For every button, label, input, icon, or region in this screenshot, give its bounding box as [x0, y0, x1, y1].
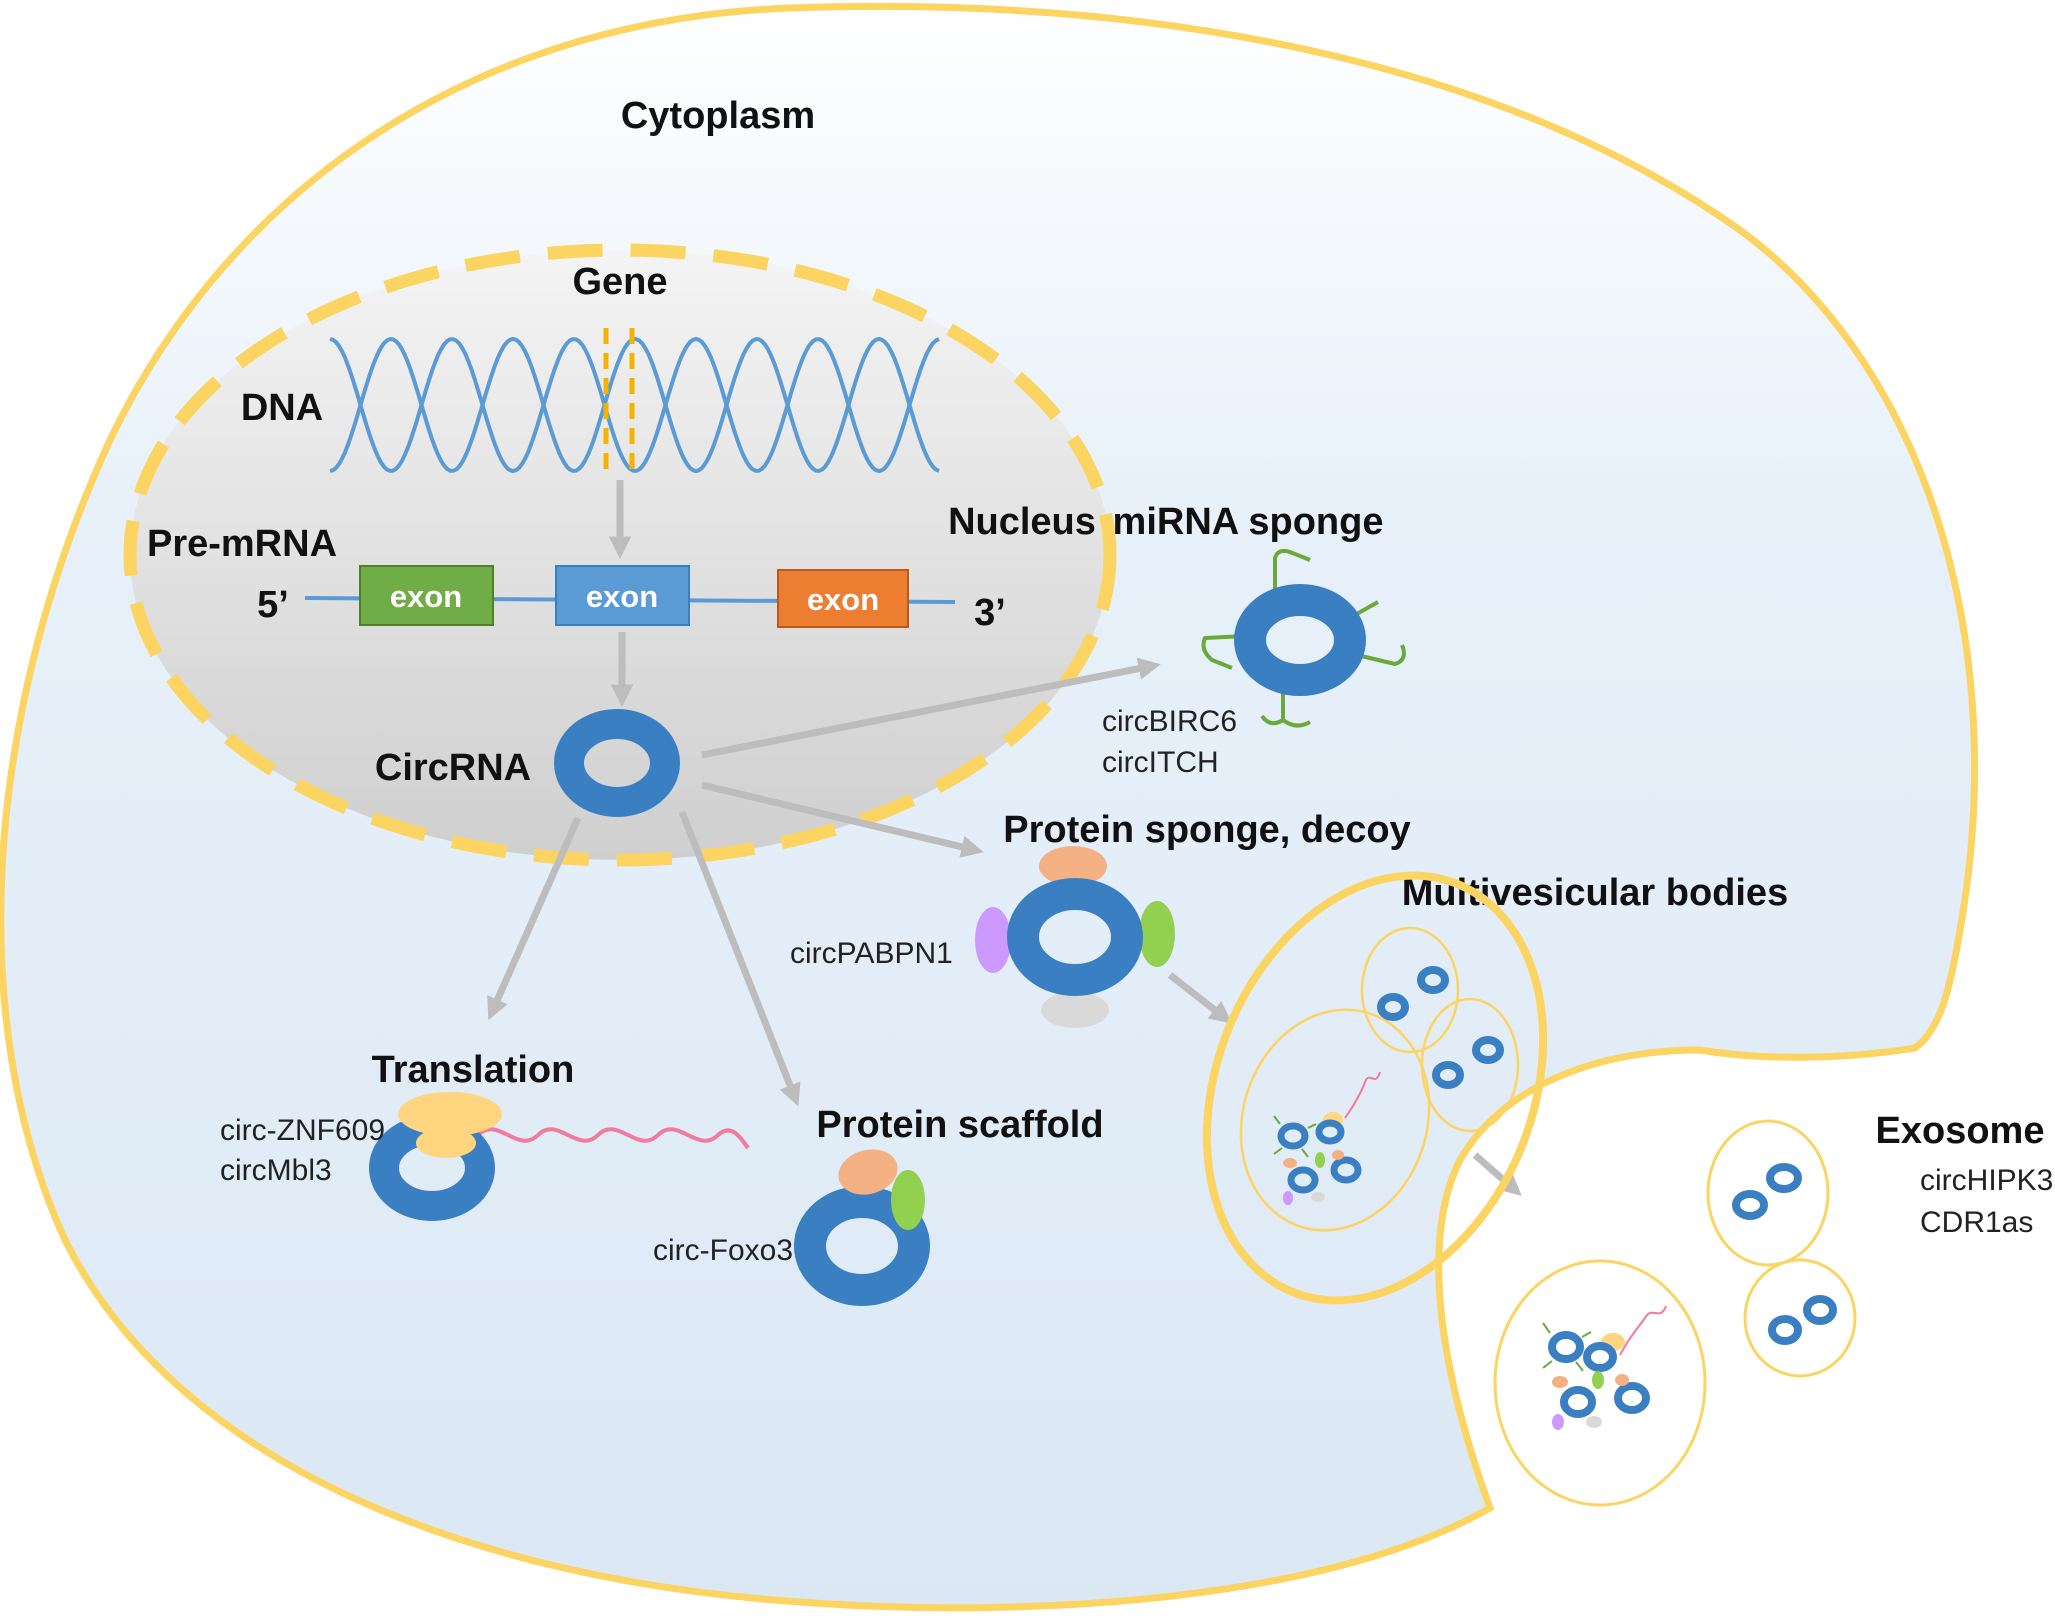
protein-sponge-title: Protein sponge, decoy: [1003, 809, 1411, 851]
exo-mirna-circ: [1548, 1331, 1584, 1363]
mvb-scaffold-circ: [1330, 1156, 1362, 1184]
translation-title: Translation: [372, 1049, 575, 1091]
mvb-vesicle-top: [1360, 926, 1460, 1054]
mvb-protein-peach: [1283, 1158, 1297, 1168]
cell-membrane: [0, 2, 1979, 1612]
multivesicular-body: [1202, 871, 1548, 1305]
exon-green: [359, 565, 494, 626]
arrow-to-exosome: [1472, 1152, 1522, 1196]
mvb-peptide: [1344, 1071, 1381, 1119]
protein-purple: [975, 907, 1011, 973]
protein-sponge-ring: [1007, 878, 1143, 996]
scaffold-protein-peach: [838, 1149, 898, 1195]
exosome-vesicle-top: [1706, 1119, 1830, 1267]
protein-gray: [1041, 992, 1109, 1028]
mvb-circ-3: [1432, 1061, 1464, 1089]
exo-protein-green: [1592, 1371, 1604, 1389]
exo-protein-gray: [1586, 1416, 1602, 1428]
dna-label: DNA: [241, 387, 323, 429]
mvb-vesicle-large: [1239, 1008, 1431, 1232]
arrow-to-protein-sponge: [701, 781, 984, 858]
exo-scaffold-circ: [1614, 1382, 1650, 1414]
dna-strand-a: [329, 336, 940, 474]
mvb-protein-gray: [1311, 1192, 1325, 1202]
mirna-strand-bottom: [1260, 690, 1311, 728]
exon-orange: [777, 569, 909, 628]
exosome-example-1: circHIPK3: [1920, 1164, 2053, 1197]
peptide-chain: [476, 1127, 750, 1150]
scaffold-protein-green: [891, 1170, 925, 1230]
arrow-to-scaffold: [678, 810, 801, 1107]
mirna-strand-left: [1201, 634, 1246, 670]
mirna-sponge-ring: [1234, 584, 1366, 696]
exosome-vesicle-small: [1743, 1258, 1857, 1378]
ribosome-large: [398, 1092, 502, 1136]
mvb-circ-1: [1377, 993, 1409, 1021]
arrow-to-mirna-sponge: [701, 657, 1161, 759]
mvb-translation-circ: [1315, 1119, 1345, 1145]
scaffold-example: circ-Foxo3: [653, 1234, 793, 1267]
mirna-example-2: circITCH: [1102, 746, 1219, 779]
mirna-strand-right: [1354, 600, 1406, 667]
exon-blue-label: exon: [586, 579, 658, 614]
exosome-vesicle-large: [1493, 1259, 1707, 1507]
exo-peptide: [1619, 1305, 1667, 1356]
exosome-example-2: CDR1as: [1920, 1206, 2033, 1239]
translation-example-1: circ-ZNF609: [220, 1114, 385, 1147]
translation-example-2: circMbl3: [220, 1154, 332, 1187]
exo-scaffold-peach: [1615, 1374, 1629, 1386]
mvb-protein-purple: [1283, 1191, 1293, 1205]
exo-circ-1: [1732, 1190, 1768, 1220]
mvb-mirna-strands: [1273, 1115, 1317, 1158]
mvb-scaffold-peach: [1332, 1150, 1344, 1160]
protein-green: [1139, 901, 1175, 967]
arrow-to-multivesicular: [1167, 972, 1233, 1024]
exo-protein-peach: [1552, 1376, 1568, 1388]
mvb-cargo: [1273, 1071, 1381, 1205]
exo-circ-3: [1768, 1315, 1802, 1345]
arrow-to-translation: [487, 816, 582, 1021]
exo-circ-4: [1803, 1295, 1837, 1325]
exo-sponge-circ: [1560, 1386, 1596, 1418]
multivesicular-title: Multivesicular bodies: [1402, 872, 1788, 914]
mvb-mirna-circ: [1277, 1122, 1309, 1150]
gene-label: Gene: [572, 261, 667, 303]
exon-orange-label: exon: [807, 582, 879, 617]
exo-protein-purple: [1552, 1414, 1564, 1430]
exo-translation-circ: [1583, 1342, 1617, 1372]
five-prime-label: 5’: [257, 584, 289, 626]
mirna-example-1: circBIRC6: [1102, 705, 1237, 738]
circrna-label: CircRNA: [375, 747, 531, 789]
mirna-strand-top: [1273, 548, 1311, 595]
mvb-protein-green: [1315, 1152, 1325, 1168]
protein-scaffold-title: Protein scaffold: [816, 1104, 1103, 1146]
exosome-title: Exosome: [1876, 1110, 2045, 1152]
three-prime-label: 3’: [974, 592, 1006, 634]
nucleus-label: Nucleus: [948, 501, 1096, 543]
scaffold-ring: [794, 1186, 930, 1306]
ribosome-small: [416, 1128, 476, 1158]
pre-mrna-label: Pre-mRNA: [147, 523, 337, 565]
protein-sponge-example: circPABPN1: [790, 937, 953, 970]
mvb-sponge-circ: [1287, 1166, 1319, 1194]
exon-blue: [555, 565, 690, 626]
circrna-main: [554, 709, 680, 817]
exon-green-label: exon: [390, 579, 462, 614]
protein-peach: [1039, 846, 1107, 886]
mvb-circ-4: [1472, 1036, 1504, 1064]
cytoplasm-label: Cytoplasm: [621, 95, 815, 137]
mvb-circ-2: [1417, 966, 1449, 994]
exosome-cargo: [1542, 1305, 1667, 1430]
mirna-sponge-title: miRNA sponge: [1113, 501, 1384, 543]
exo-circ-2: [1766, 1163, 1802, 1193]
exo-mirna-strands: [1542, 1322, 1592, 1372]
mirna-sponge-circrna: [1201, 548, 1406, 728]
